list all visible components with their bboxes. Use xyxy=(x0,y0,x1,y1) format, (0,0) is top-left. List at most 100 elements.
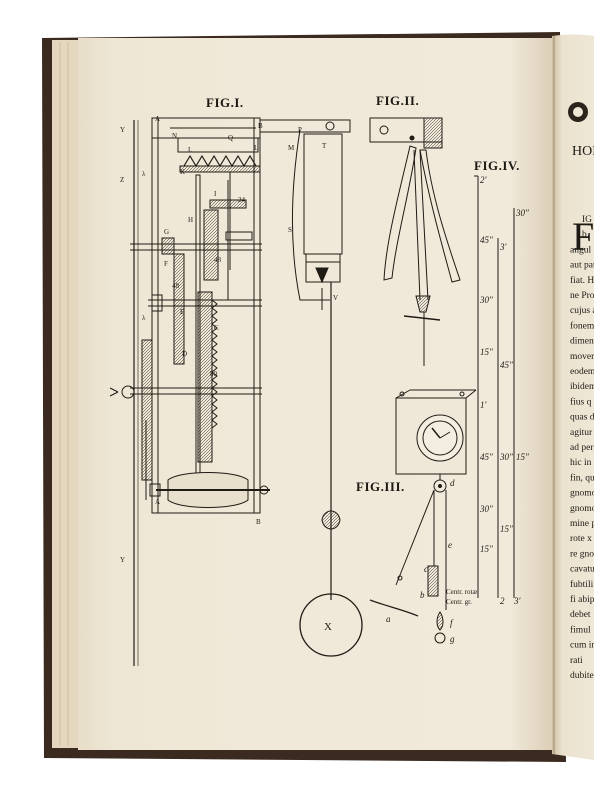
figure-3: FIG.III. d c b a e f g xyxy=(356,389,477,644)
label-P: P xyxy=(298,126,302,134)
label-G: G xyxy=(164,228,169,236)
right-page-line: ne Pro xyxy=(570,291,594,301)
label-48-b: 48 xyxy=(172,282,180,290)
right-page-line: fubtili xyxy=(570,579,594,590)
right-page-line: fi abip xyxy=(570,594,594,605)
label-X: X xyxy=(324,621,332,633)
figure-1: FIG.I. xyxy=(109,95,363,666)
label-L-1: L xyxy=(188,146,192,154)
scale-left-15s: 15" xyxy=(480,347,493,357)
label-T: T xyxy=(322,142,327,150)
label-I: I xyxy=(214,190,217,198)
right-page-line: b xyxy=(582,230,587,240)
label-c: c xyxy=(424,564,428,574)
scale-mid-15s: 15" xyxy=(500,524,513,534)
right-page-line: quas d xyxy=(570,413,594,423)
right-page-line: mine p xyxy=(570,519,594,529)
figure-4: FIG.IV. 2' 45" 30" 15" 1' 45" 30" 15" 3'… xyxy=(446,158,529,606)
scale-left-30s-b: 30" xyxy=(479,504,493,514)
label-f: f xyxy=(450,618,454,628)
right-page-line: cum in xyxy=(570,641,594,651)
label-N: N xyxy=(172,132,177,140)
right-page-line: re gno xyxy=(570,549,594,559)
right-page-line: ibidem xyxy=(570,382,594,392)
right-page-line: IG xyxy=(582,215,592,225)
figure-2: FIG.II. xyxy=(369,93,461,366)
label-A: A xyxy=(155,115,160,123)
label-K: K xyxy=(180,168,185,176)
right-page-line: eodem xyxy=(570,367,594,377)
right-page-line: fiat. H xyxy=(570,275,594,286)
label-C: C xyxy=(214,324,219,332)
label-e: e xyxy=(448,540,452,550)
label-B-2: B xyxy=(256,518,261,526)
right-page-line: dubiten xyxy=(570,671,594,681)
scale-mid-30s: 30" xyxy=(499,452,513,462)
scale-left-30s: 30" xyxy=(479,295,493,305)
right-page-line: cavatur xyxy=(570,565,594,575)
scale-mid-3min: 3' xyxy=(499,242,508,252)
scale-left-1min: 1' xyxy=(480,400,488,410)
label-F: F xyxy=(164,260,168,268)
ornament-icon xyxy=(568,102,588,122)
drop-cap: F xyxy=(572,214,594,259)
label-D: D xyxy=(182,350,187,358)
label-Y-2: Y xyxy=(120,556,125,564)
scale-mid-45s: 45" xyxy=(500,360,513,370)
right-page xyxy=(552,34,594,760)
figure-1-title: FIG.I. xyxy=(206,95,244,110)
label-lambda-2: λ xyxy=(142,314,146,322)
label-Z: Z xyxy=(120,176,124,184)
right-page-line: gnomon xyxy=(570,489,594,499)
page-stack xyxy=(52,40,82,748)
label-Q: Q xyxy=(228,134,233,142)
right-page-line: hic in xyxy=(570,458,592,468)
figure-2-title: FIG.II. xyxy=(376,93,419,108)
right-page-line: fimul xyxy=(570,624,591,635)
right-page-lines: IG b angul aut pau fiat. H ne Pro cujus au fone… xyxy=(570,215,594,681)
label-lambda-1: λ xyxy=(142,170,146,178)
label-B: B xyxy=(258,122,263,130)
right-page-line: aut pau xyxy=(570,261,594,271)
label-g: g xyxy=(450,634,455,644)
label-S: S xyxy=(288,226,292,234)
scale-right-15s: 15" xyxy=(516,452,529,462)
right-page-line: dimenu xyxy=(570,337,594,347)
label-b: b xyxy=(420,590,425,600)
right-page-line: debet xyxy=(570,610,591,620)
scale-left-15s-b: 15" xyxy=(480,544,493,554)
right-page-line: mover xyxy=(570,352,594,362)
running-head: HOR xyxy=(572,144,594,159)
label-d: d xyxy=(450,478,455,488)
scale-left-2min: 2' xyxy=(480,175,488,185)
right-page-line: gnomo xyxy=(570,504,594,514)
figure-4-title: FIG.IV. xyxy=(474,158,520,173)
label-Y-1: Y xyxy=(120,126,125,134)
right-page-line: fonem xyxy=(570,320,594,331)
scale-left-45s-b: 45" xyxy=(480,452,493,462)
label-a: a xyxy=(386,614,391,624)
label-E: E xyxy=(180,308,184,316)
label-H: H xyxy=(188,216,193,224)
label-80: 80 xyxy=(210,370,218,378)
right-page-line: rati xyxy=(570,656,583,666)
right-page-line: cujus au xyxy=(570,306,594,316)
label-centre-gravity: Centr. gr. xyxy=(446,598,472,606)
right-page-line: rote x xyxy=(570,534,592,544)
right-page-line: ad perp xyxy=(570,443,594,453)
scale-bottom-2: 2 xyxy=(500,596,505,606)
right-page-text: HOR F IG b angul aut pau fiat. H ne Pro cujus … xyxy=(568,102,594,681)
scale-bottom-3min: 3' xyxy=(513,596,522,606)
label-L-2: L xyxy=(254,144,258,152)
label-48-a: 48 xyxy=(214,256,222,264)
right-page-line: agitur xyxy=(570,428,593,438)
label-24: 24 xyxy=(238,196,246,204)
label-V: V xyxy=(333,294,338,302)
right-page-line: angul xyxy=(570,245,591,255)
figure-3-title: FIG.III. xyxy=(356,479,405,494)
scale-right-30s: 30" xyxy=(515,208,529,218)
label-centre-wheel: Centr. rotæ. xyxy=(446,588,479,596)
scale-left-45s: 45" xyxy=(480,235,493,245)
right-page-line: fius q xyxy=(570,396,592,407)
